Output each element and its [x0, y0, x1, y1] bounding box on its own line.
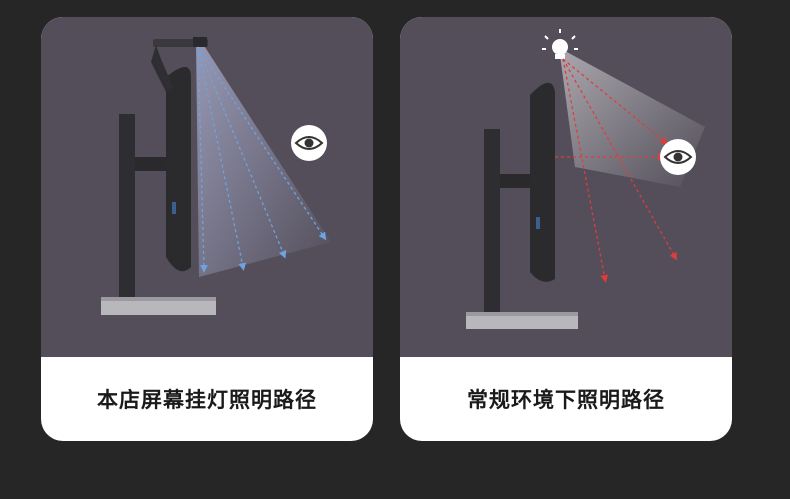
- monitor-stand: [484, 129, 500, 321]
- illustration-screen-bar: [41, 17, 373, 357]
- scene-svg-right: [466, 29, 705, 329]
- illustration-conventional: [400, 17, 732, 357]
- panel-conventional: 常规环境下照明路径: [400, 17, 732, 441]
- monitor-stand: [119, 114, 135, 304]
- panel-screen-bar: 本店屏幕挂灯照明路径: [41, 17, 373, 441]
- monitor-body: [530, 82, 555, 282]
- monitor-base: [466, 312, 578, 329]
- monitor-body: [166, 67, 191, 272]
- monitor-base: [101, 297, 216, 315]
- red-light-rays: [555, 58, 677, 283]
- monitor-hinge: [135, 157, 167, 171]
- sun-icon: [542, 29, 578, 59]
- blue-light-rays: [197, 46, 327, 273]
- caption-conventional: 常规环境下照明路径: [467, 388, 665, 412]
- light-beam: [196, 41, 331, 277]
- caption-screen-bar: 本店屏幕挂灯照明路径: [97, 388, 317, 412]
- scene-svg-left: [101, 37, 331, 315]
- lamp-icon: [151, 37, 208, 92]
- eye-icon: [291, 125, 327, 161]
- eye-icon: [660, 139, 696, 175]
- monitor-hinge: [500, 174, 530, 188]
